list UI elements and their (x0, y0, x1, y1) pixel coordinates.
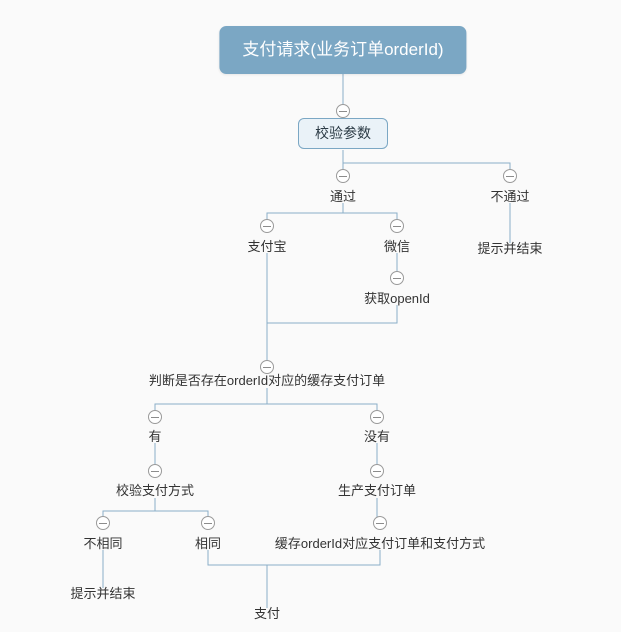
node-cache-order-and-method[interactable]: 缓存orderId对应支付订单和支付方式 (274, 536, 486, 551)
node-not-pass-end[interactable]: 提示并结束 (477, 241, 543, 256)
node-payment-request[interactable]: 支付请求(业务订单orderId) (219, 26, 467, 74)
toggle-pass-icon[interactable] (336, 169, 350, 183)
node-has-cache[interactable]: 有 (148, 429, 162, 444)
toggle-has-not-icon[interactable] (370, 410, 384, 424)
node-pay[interactable]: 支付 (253, 606, 281, 621)
toggle-not-same-icon[interactable] (96, 516, 110, 530)
toggle-get-openid-icon[interactable] (390, 271, 404, 285)
node-alipay[interactable]: 支付宝 (247, 239, 287, 254)
node-check-payment-method[interactable]: 校验支付方式 (115, 483, 195, 498)
edge-merge-to-pay (207, 550, 381, 608)
edge-validate-params-to-branch (342, 150, 511, 176)
toggle-has-icon[interactable] (148, 410, 162, 424)
node-wechat[interactable]: 微信 (383, 239, 411, 254)
node-not-pass[interactable]: 不通过 (490, 189, 530, 204)
edge-pass-to-payment-branch (266, 203, 398, 226)
node-not-same-end[interactable]: 提示并结束 (70, 586, 136, 601)
node-not-same[interactable]: 不相同 (83, 536, 123, 551)
toggle-not-pass-icon[interactable] (503, 169, 517, 183)
toggle-wechat-icon[interactable] (390, 219, 404, 233)
toggle-alipay-icon[interactable] (260, 219, 274, 233)
toggle-create-order-icon[interactable] (370, 464, 384, 478)
toggle-validate-params-icon[interactable] (336, 104, 350, 118)
edge-merge-to-check-cache (266, 253, 398, 367)
edge-check-pay-method-to-same-branch (102, 498, 209, 523)
toggle-check-cache-icon[interactable] (260, 360, 274, 374)
toggle-check-pay-method-icon[interactable] (148, 464, 162, 478)
node-get-openid[interactable]: 获取openId (364, 291, 430, 306)
toggle-cache-order-icon[interactable] (373, 516, 387, 530)
node-check-cached-order[interactable]: 判断是否存在orderId对应的缓存支付订单 (148, 373, 386, 388)
node-create-payment-order[interactable]: 生产支付订单 (337, 483, 417, 498)
node-same[interactable]: 相同 (194, 536, 222, 551)
edge-check-cache-to-has-branch (154, 388, 378, 417)
toggle-same-icon[interactable] (201, 516, 215, 530)
node-pass[interactable]: 通过 (329, 189, 357, 204)
node-validate-params[interactable]: 校验参数 (298, 118, 388, 149)
node-has-no-cache[interactable]: 没有 (363, 429, 391, 444)
